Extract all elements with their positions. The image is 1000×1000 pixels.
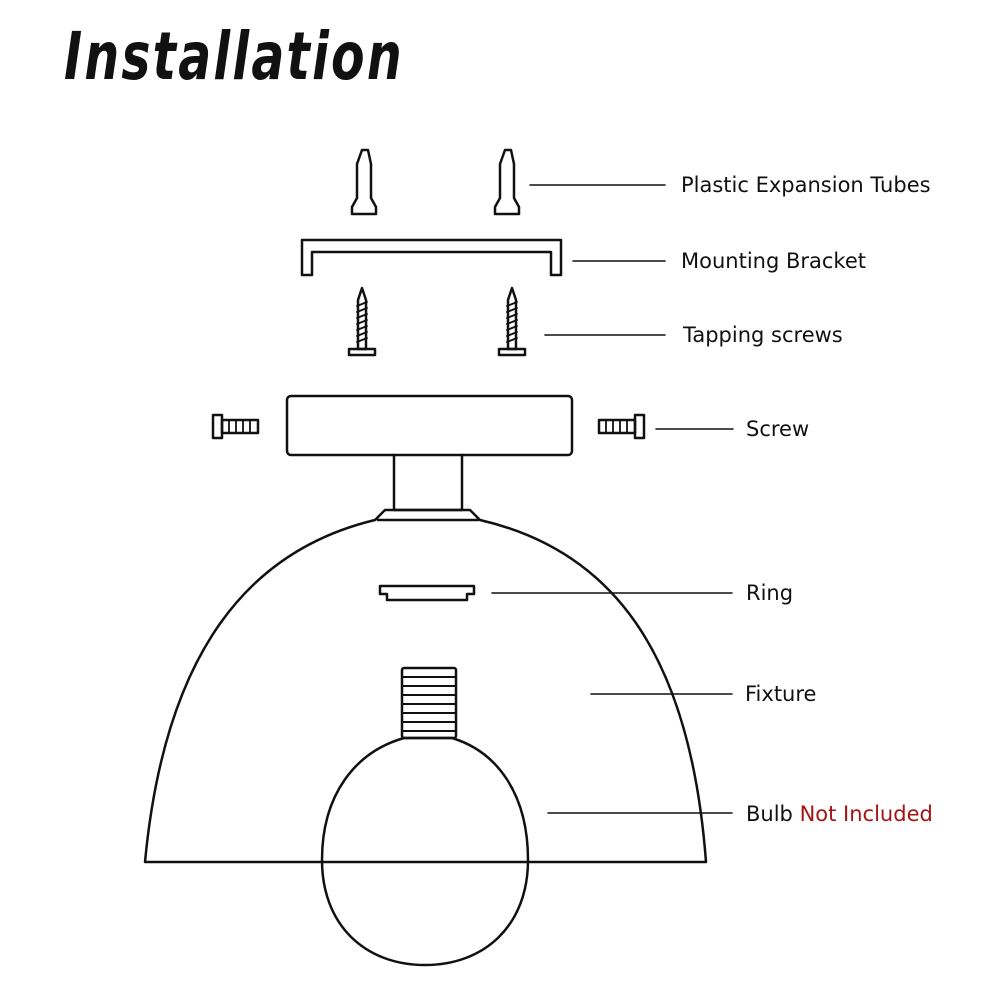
screw-left <box>211 413 260 440</box>
ring <box>378 584 476 602</box>
fixture-shade <box>143 508 708 864</box>
label-plastic-expansion-tubes: Plastic Expansion Tubes <box>681 173 931 197</box>
label-bulb-line: Bulb Not Included <box>746 802 933 826</box>
mounting-bracket <box>300 238 563 277</box>
label-ring: Ring <box>746 581 794 605</box>
label-bulb: Bulb <box>746 802 793 826</box>
label-fixture: Fixture <box>745 682 817 706</box>
label-tapping-screws: Tapping screws <box>683 323 843 347</box>
label-mounting-bracket: Mounting Bracket <box>681 249 866 273</box>
leader-lines <box>491 184 734 814</box>
screw-right <box>597 413 646 440</box>
bulb-socket <box>400 666 458 740</box>
label-bulb-not-included: Not Included <box>799 802 933 826</box>
label-screw: Screw <box>746 417 810 441</box>
fixture-stem <box>392 453 464 512</box>
plastic-expansion-tube-right <box>493 148 521 216</box>
tapping-screw-right <box>497 286 527 357</box>
bulb <box>320 736 530 967</box>
tapping-screw-left <box>347 286 377 357</box>
canopy-base <box>285 394 574 457</box>
plastic-expansion-tube-left <box>350 148 378 216</box>
page-title: Installation <box>64 18 404 95</box>
